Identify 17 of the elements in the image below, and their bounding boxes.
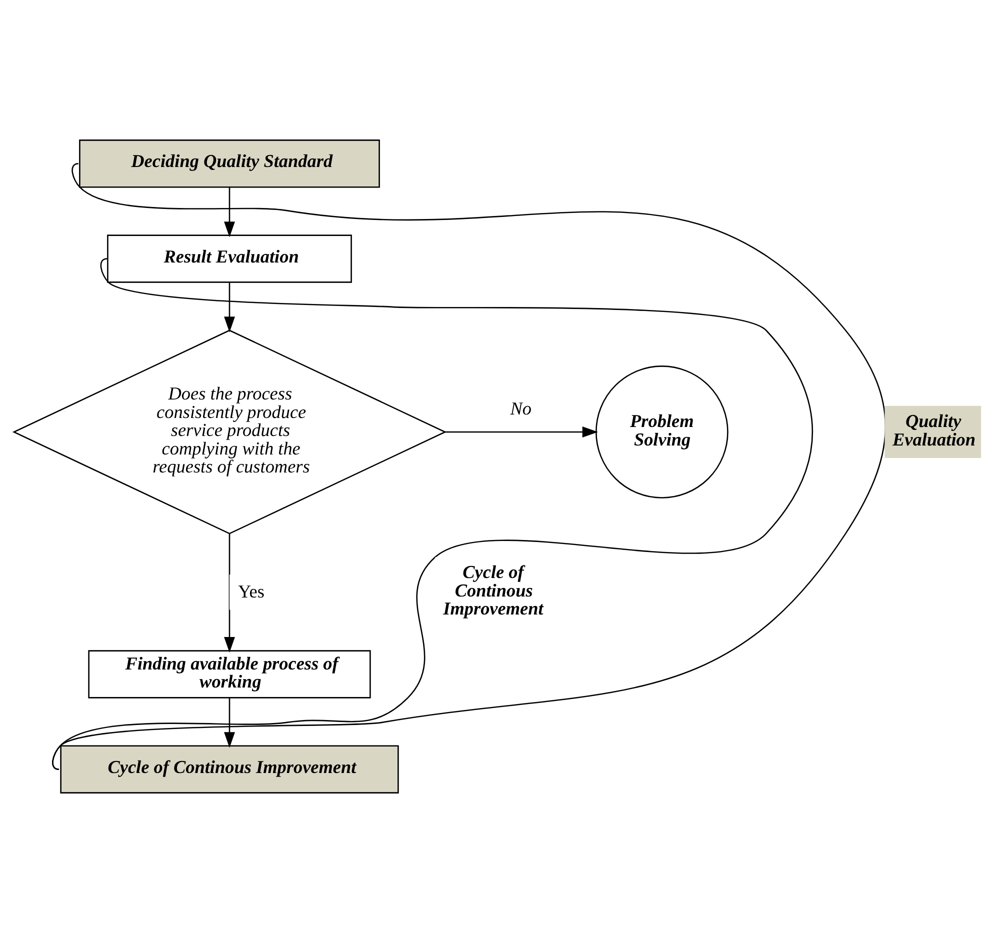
connector bbox=[54, 163, 886, 769]
edge-label: Yes bbox=[238, 581, 264, 602]
arrow bbox=[224, 186, 235, 237]
edge-label: No bbox=[510, 398, 532, 418]
node-diamond: Does the process consistently produce service products complying with the requests of customers bbox=[12, 329, 447, 534]
node-box: Deciding Quality Standard bbox=[79, 139, 380, 188]
arrow bbox=[224, 282, 235, 332]
arrow bbox=[224, 697, 235, 748]
node-circle: Problem Solving bbox=[596, 365, 728, 498]
node-box: Cycle of Continous Improvement bbox=[60, 744, 399, 793]
arrow bbox=[224, 533, 235, 652]
connector bbox=[54, 258, 812, 770]
edge-label: Cycle of Continous Improvement bbox=[443, 562, 544, 618]
edge-label: Quality Evaluation bbox=[892, 410, 976, 449]
arrow bbox=[445, 426, 598, 437]
node-box: Result Evaluation bbox=[107, 234, 352, 282]
node-box: Finding available process of working bbox=[88, 650, 371, 698]
